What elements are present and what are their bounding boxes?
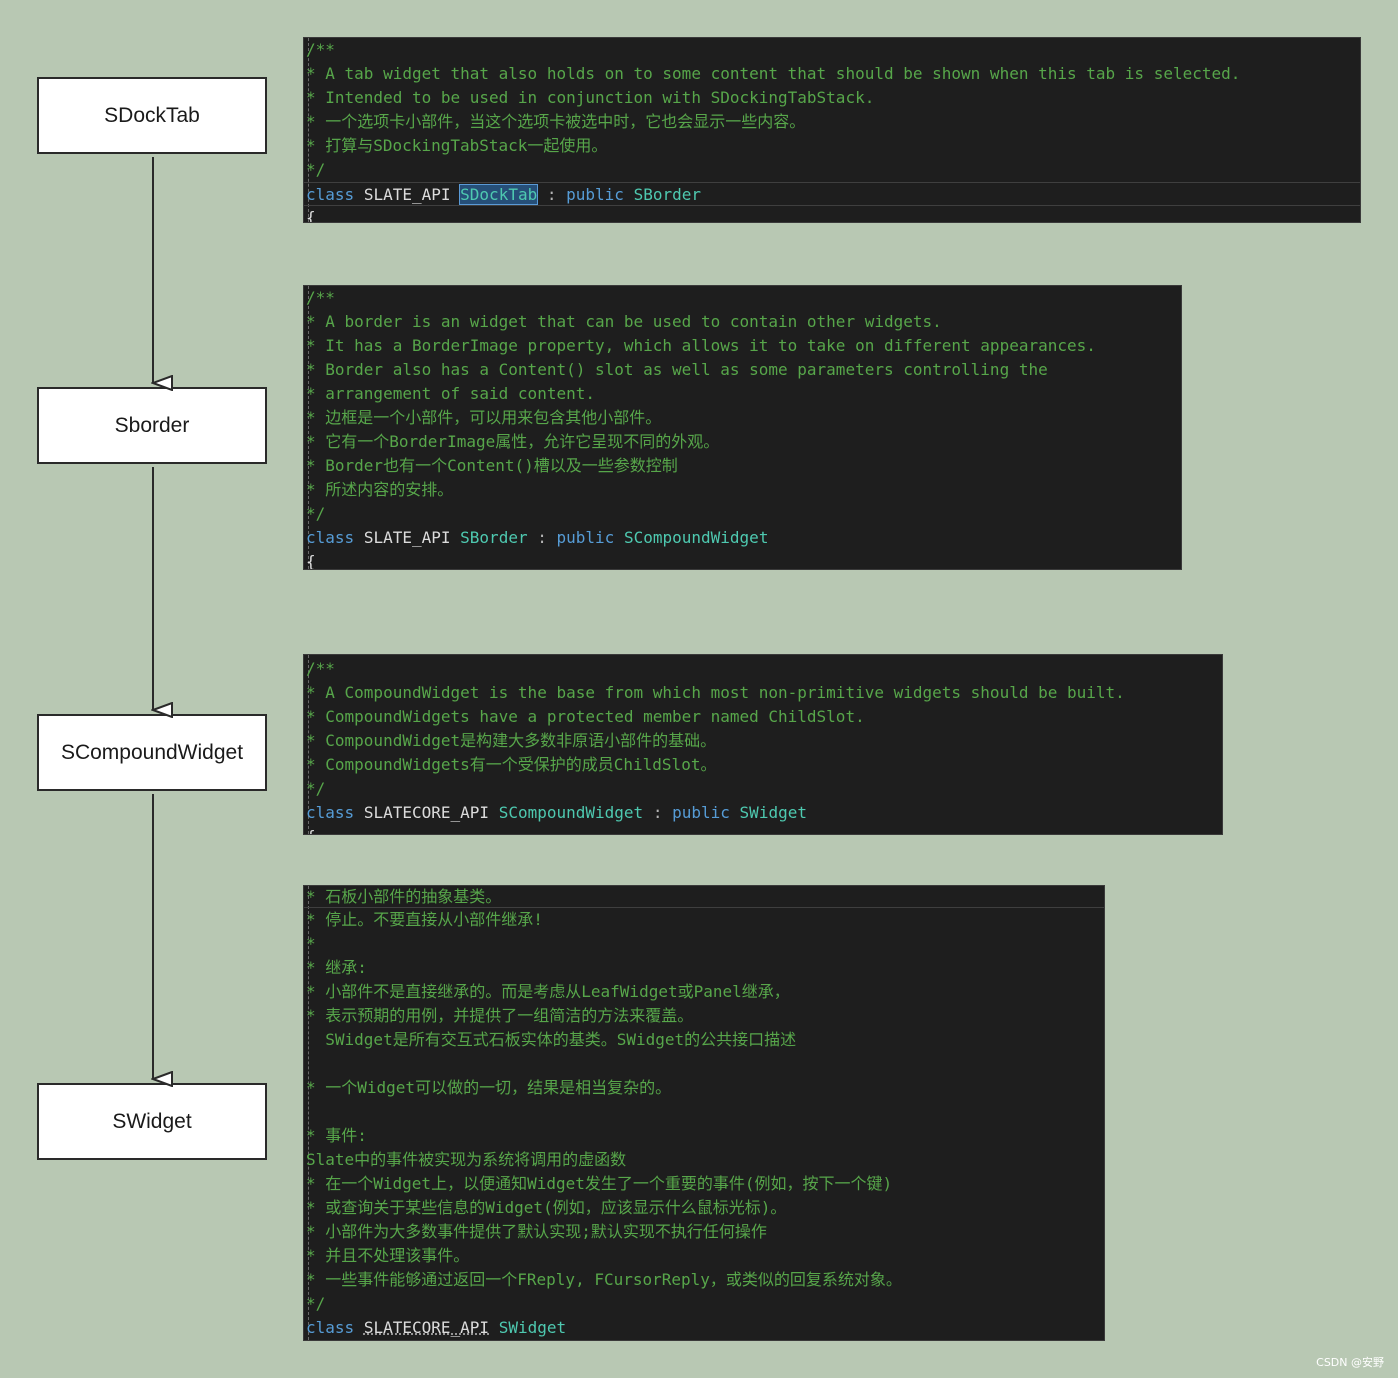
node-label: Sborder [114, 413, 190, 437]
indent-guide [308, 886, 309, 1340]
access-keyword: public [556, 528, 615, 547]
class-declaration: class SLATECORE_API SCompoundWidget : pu… [304, 801, 1222, 825]
colon: : [652, 803, 663, 822]
comment-line: * 停止。不要直接从小部件继承! [306, 910, 543, 929]
node-label: SWidget [112, 1109, 192, 1133]
access-keyword: public [566, 185, 624, 204]
comment-line: * 边框是一个小部件，可以用来包含其他小部件。 [306, 408, 662, 427]
open-brace: { [306, 208, 316, 223]
comment-line: /** [306, 288, 335, 307]
comment-line: * Border also has a Content() slot as we… [306, 360, 1048, 379]
class-name: SDockTab [459, 184, 539, 205]
comment-line: */ [306, 160, 326, 179]
comment-line: * 打算与SDockingTabStack一起使用。 [306, 136, 608, 155]
comment-line: * It has a BorderImage property, which a… [306, 336, 1096, 355]
class-declaration: class SLATECORE_API SWidget [304, 1316, 1104, 1340]
open-brace: { [306, 552, 316, 570]
class-name: SWidget [498, 1318, 567, 1337]
class-declaration: class SLATE_API SDockTab : public SBorde… [304, 182, 1360, 206]
class-keyword: class [306, 803, 355, 822]
node-scompoundwidget: SCompoundWidget [37, 714, 267, 791]
comment-line [304, 1100, 1104, 1124]
api-macro: SLATE_API [363, 185, 451, 204]
comment-line: * 或查询关于某些信息的Widget(例如，应该显示什么鼠标光标)。 [306, 1198, 787, 1217]
comment-line: Slate中的事件被实现为系统将调用的虚函数 [306, 1150, 627, 1169]
comment-line: */ [306, 1294, 326, 1313]
node-sborder: Sborder [37, 387, 267, 464]
comment-line [304, 1052, 1104, 1076]
class-declaration: class SLATE_API SBorder : public SCompou… [304, 526, 1181, 550]
comment-line: * CompoundWidgets有一个受保护的成员ChildSlot。 [306, 755, 717, 774]
node-label: SDockTab [104, 103, 200, 127]
comment-line: * 一个Widget可以做的一切，结果是相当复杂的。 [306, 1078, 672, 1097]
watermark: CSDN @安野 [1316, 1356, 1384, 1369]
class-keyword: class [306, 185, 355, 204]
comment-line: * 继承: [306, 958, 367, 977]
comment-line: * 在一个Widget上，以便通知Widget发生了一个重要的事件(例如，按下一… [306, 1174, 893, 1193]
comment-line: * 小部件不是直接继承的。而是考虑从LeafWidget或Panel继承， [306, 982, 790, 1001]
code-block-swidget: * 石板小部件的抽象基类。 * 停止。不要直接从小部件继承! * * 继承: *… [303, 885, 1105, 1341]
indent-guide [308, 286, 309, 569]
comment-line: * 事件: [306, 1126, 367, 1145]
api-macro: SLATE_API [363, 528, 451, 547]
comment-line: * 石板小部件的抽象基类。 [304, 886, 1104, 908]
open-brace: { [304, 825, 1222, 834]
node-label: SCompoundWidget [60, 740, 244, 764]
comment-line: * [306, 934, 316, 953]
comment-line: /** [306, 40, 335, 59]
node-sdocktab: SDockTab [37, 77, 267, 154]
class-keyword: class [306, 528, 355, 547]
code-block-scompoundwidget: /** * A CompoundWidget is the base from … [303, 654, 1223, 835]
comment-line: * A tab widget that also holds on to som… [306, 64, 1241, 83]
comment-line: * 一个选项卡小部件，当这个选项卡被选中时，它也会显示一些内容。 [306, 112, 806, 131]
indent-guide [308, 655, 309, 834]
api-macro: SLATECORE_API [363, 803, 490, 822]
comment-line: * 所述内容的安排。 [306, 480, 454, 499]
comment-line: * 表示预期的用例，并提供了一组简洁的方法来覆盖。 [306, 1006, 694, 1025]
comment-line: * 一些事件能够通过返回一个FReply, FCursorReply，或类似的回… [306, 1270, 902, 1289]
code-block-sdocktab: /** * A tab widget that also holds on to… [303, 37, 1361, 223]
comment-line: * arrangement of said content. [306, 384, 595, 403]
class-name: SBorder [460, 528, 528, 547]
comment-line: */ [306, 779, 326, 798]
comment-line: * 它有一个BorderImage属性，允许它呈现不同的外观。 [306, 432, 720, 451]
comment-line: */ [306, 504, 326, 523]
comment-line: * CompoundWidget是构建大多数非原语小部件的基础。 [306, 731, 717, 750]
base-class: SCompoundWidget [623, 528, 769, 547]
api-macro: SLATECORE_API [363, 1318, 490, 1337]
class-name: SCompoundWidget [498, 803, 644, 822]
class-keyword: class [306, 1318, 355, 1337]
access-keyword: public [672, 803, 730, 822]
base-class: SWidget [739, 803, 807, 822]
comment-line: * CompoundWidgets have a protected membe… [306, 707, 865, 726]
base-class: SBorder [633, 185, 702, 204]
colon: : [537, 528, 547, 547]
comment-line: * A border is an widget that can be used… [306, 312, 942, 331]
comment-line: * A CompoundWidget is the base from whic… [306, 683, 1125, 702]
colon: : [546, 185, 557, 204]
comment-line: * 并且不处理该事件。 [306, 1246, 470, 1265]
comment-line: /** [306, 659, 335, 678]
comment-line: * Border也有一个Content()槽以及一些参数控制 [306, 456, 678, 475]
code-block-sborder: /** * A border is an widget that can be … [303, 285, 1182, 570]
node-swidget: SWidget [37, 1083, 267, 1160]
comment-line: * 小部件为大多数事件提供了默认实现;默认实现不执行任何操作 [306, 1222, 767, 1241]
comment-line: SWidget是所有交互式石板实体的基类。SWidget的公共接口描述 [306, 1030, 797, 1049]
comment-line: * Intended to be used in conjunction wit… [306, 88, 875, 107]
indent-guide [308, 38, 309, 222]
